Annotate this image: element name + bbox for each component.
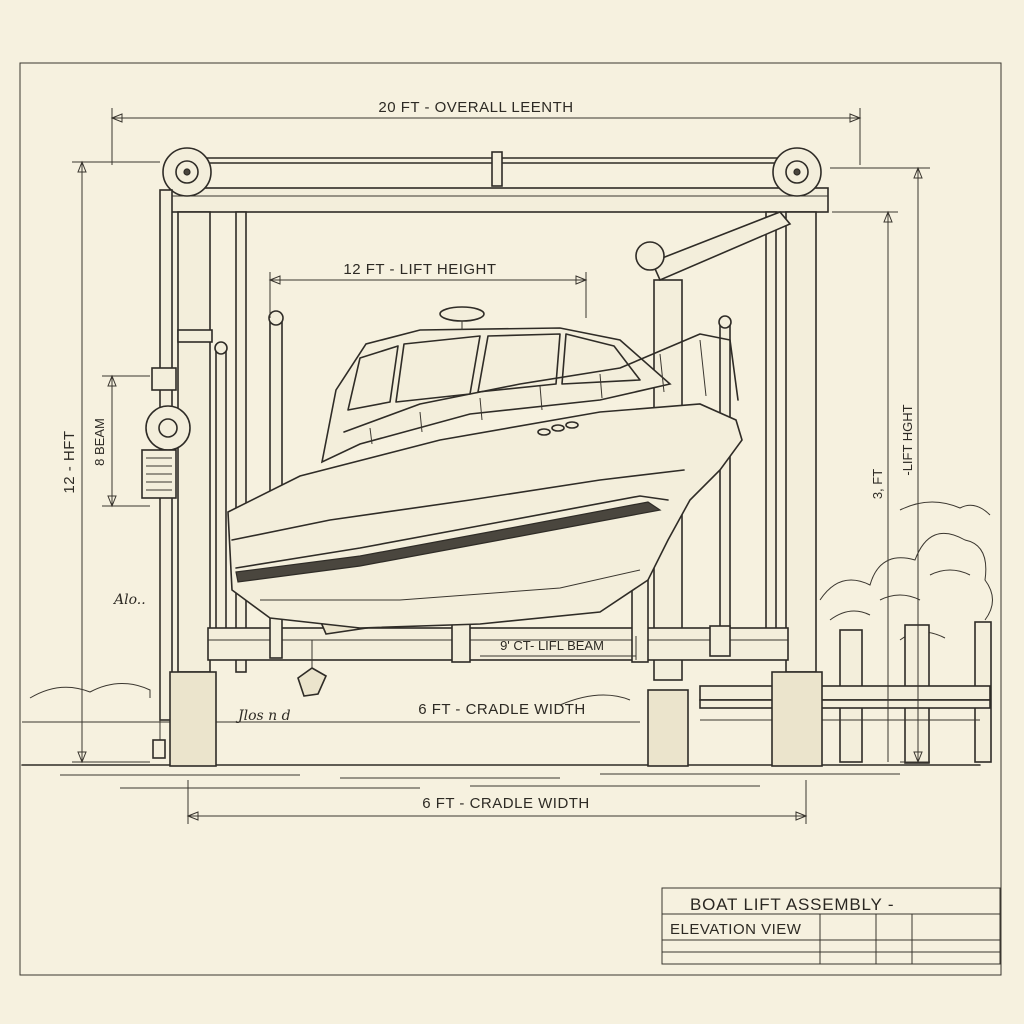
- cradle-width-lower-label: 6 FT - CRADLE WIDTH: [422, 795, 590, 812]
- title-block-subtitle: ELEVATION VIEW: [670, 921, 802, 938]
- dimension-lines: [72, 108, 930, 824]
- boat-hull: [227, 403, 743, 629]
- radar-dome-icon: [439, 306, 485, 322]
- winch-drum-icon: [635, 241, 665, 271]
- right-main-post: [785, 211, 817, 673]
- left-height-label: 12 - HFT: [61, 430, 78, 493]
- cradle-width-upper-label: 6 FT - CRADLE WIDTH: [418, 701, 586, 718]
- right-lift-height-label: -LIFT HGHT: [900, 404, 915, 475]
- annotation-note: Alo..: [112, 592, 146, 608]
- beam-label: 8 BEAM: [92, 418, 107, 466]
- right-footing: [771, 671, 823, 767]
- title-block: BOAT LIFT ASSEMBLY - ELEVATION VIEW: [661, 887, 1001, 965]
- right-guide-pole: [719, 321, 731, 643]
- right-small-label: 3, FT: [870, 469, 885, 499]
- cable-clamp: [491, 151, 503, 187]
- right-guide-rod: [765, 211, 777, 653]
- lift-height-label: 12 FT - LIFT HEIGHT: [343, 261, 496, 278]
- bow-railing: [343, 333, 739, 433]
- pulley-icon: [162, 147, 212, 197]
- dock-deck-edge: [699, 699, 991, 709]
- lift-beam-label: 9' CT- LIFL BEAM: [500, 638, 604, 653]
- title-block-title: BOAT LIFT ASSEMBLY -: [690, 895, 894, 914]
- porthole-icon: [551, 424, 565, 432]
- winch-icon: [141, 329, 213, 759]
- overall-length-label: 20 FT - OVERALL LEENTH: [378, 99, 573, 116]
- pulley-icon: [772, 147, 822, 197]
- left-guide-pole: [215, 347, 227, 649]
- right-brace: [650, 211, 792, 282]
- porthole-icon: [565, 421, 579, 429]
- boat: [227, 306, 743, 697]
- sheet-border: [19, 62, 1002, 976]
- left-footing: [169, 671, 217, 767]
- top-beam: [169, 187, 829, 213]
- porthole-icon: [537, 428, 551, 436]
- annotation-note: Jlos n d: [235, 708, 291, 724]
- lift-frame: [141, 147, 829, 767]
- trees-sketch: [819, 501, 993, 641]
- propeller-icon: [297, 667, 328, 697]
- dock-deck: [699, 685, 991, 701]
- right-inner-footing: [647, 689, 689, 767]
- left-guide-rod: [235, 211, 247, 673]
- boat-cabin: [320, 327, 672, 464]
- lift-beam: [207, 627, 789, 661]
